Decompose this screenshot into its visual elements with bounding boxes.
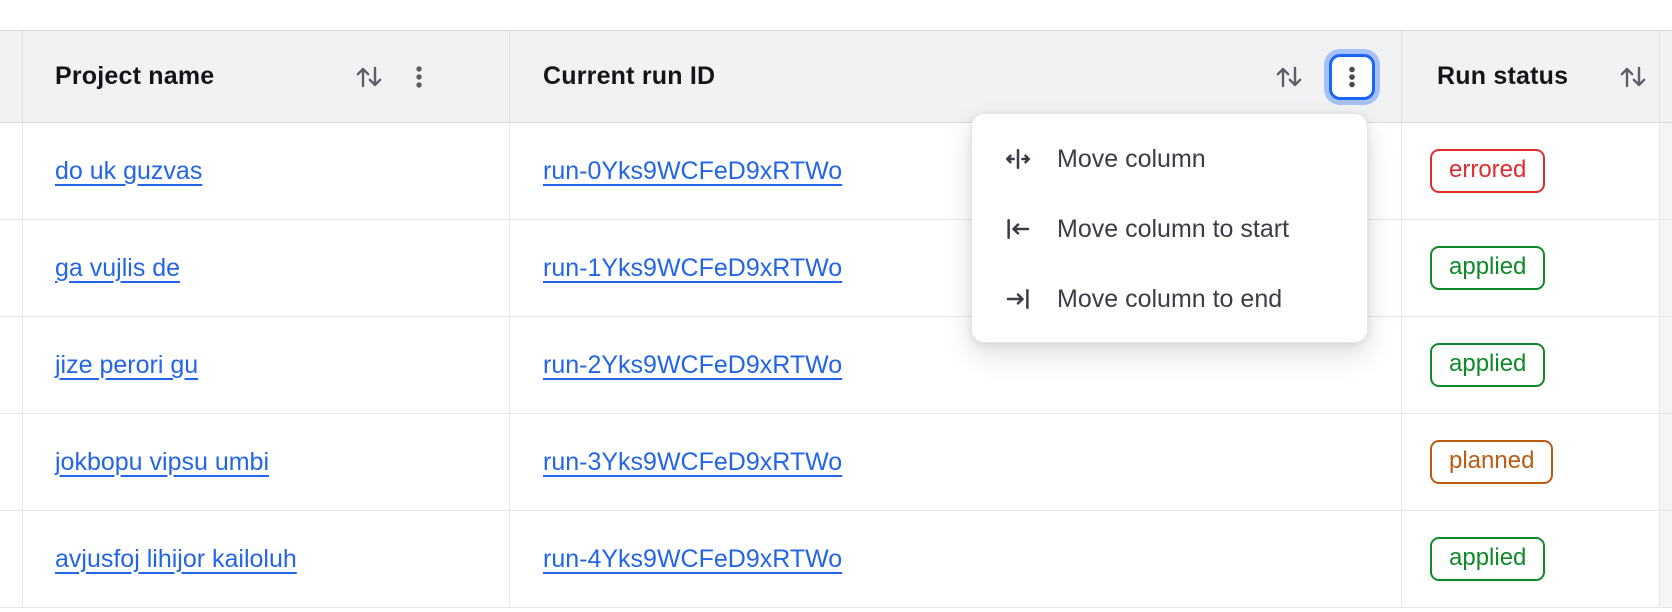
row-edge-cell	[1660, 123, 1672, 219]
row-stub-cell	[0, 123, 23, 219]
move-column-to-end-icon	[1006, 289, 1029, 309]
row-stub-cell	[0, 220, 23, 316]
move-column-to-start-icon	[1007, 219, 1030, 239]
sort-button-project-name[interactable]	[353, 61, 385, 93]
project-link[interactable]: ga vujlis de	[55, 253, 181, 282]
data-table: Project name Current run ID	[0, 30, 1672, 608]
row-stub-cell	[0, 511, 23, 607]
project-link[interactable]: do uk guzvas	[55, 156, 203, 185]
column-options-button-current-run-id-focused[interactable]	[1329, 53, 1375, 100]
row-edge-cell	[1660, 511, 1672, 607]
menu-item-label: Move column to end	[1057, 284, 1283, 313]
table-row: jokbopu vipsu umbi run-3Yks9WCFeD9xRTWo …	[0, 414, 1672, 511]
row-edge-cell	[1660, 220, 1672, 316]
header-edge-cell	[1660, 31, 1672, 122]
column-label-run-status: Run status	[1437, 62, 1569, 90]
sort-arrows-icon	[356, 66, 382, 87]
column-options-button-project-name[interactable]	[403, 61, 435, 93]
table-row: avjusfoj lihijor kailoluh run-4Yks9WCFeD…	[0, 511, 1672, 608]
run-id-link[interactable]: run-2Yks9WCFeD9xRTWo	[543, 350, 843, 379]
move-column-icon	[1006, 149, 1030, 169]
menu-item-move-column[interactable]: Move column	[972, 124, 1367, 194]
table-row: ga vujlis de run-1Yks9WCFeD9xRTWo applie…	[0, 220, 1672, 317]
header-cell-current-run-id: Current run ID	[510, 31, 1402, 122]
sort-button-run-status[interactable]	[1617, 61, 1649, 93]
run-id-link[interactable]: run-3Yks9WCFeD9xRTWo	[543, 447, 843, 476]
run-status-badge: errored	[1430, 149, 1546, 193]
run-id-link[interactable]: run-1Yks9WCFeD9xRTWo	[543, 253, 843, 282]
table-row: do uk guzvas run-0Yks9WCFeD9xRTWo errore…	[0, 123, 1672, 220]
run-id-link[interactable]: run-4Yks9WCFeD9xRTWo	[543, 544, 843, 573]
row-edge-cell	[1660, 414, 1672, 510]
header-cell-project-name: Project name	[23, 31, 510, 122]
project-link[interactable]: avjusfoj lihijor kailoluh	[55, 544, 297, 573]
kebab-menu-icon	[1349, 66, 1355, 87]
column-label-project-name: Project name	[55, 62, 215, 90]
table-row: jize perori gu run-2Yks9WCFeD9xRTWo appl…	[0, 317, 1672, 414]
column-label-current-run-id: Current run ID	[543, 62, 716, 90]
project-link[interactable]: jize perori gu	[55, 350, 199, 379]
menu-item-move-column-to-start[interactable]: Move column to start	[972, 194, 1367, 264]
sort-arrows-icon	[1620, 66, 1646, 87]
table-header-row: Project name Current run ID	[0, 30, 1672, 123]
header-stub-cell	[0, 31, 23, 122]
run-status-badge: applied	[1430, 537, 1546, 581]
header-cell-run-status: Run status	[1402, 31, 1660, 122]
menu-item-move-column-to-end[interactable]: Move column to end	[972, 264, 1367, 334]
run-status-badge: applied	[1430, 343, 1546, 387]
column-options-menu: Move column Move column to start Move co…	[971, 113, 1368, 343]
run-id-link[interactable]: run-0Yks9WCFeD9xRTWo	[543, 156, 843, 185]
project-link[interactable]: jokbopu vipsu umbi	[55, 447, 270, 476]
kebab-menu-icon	[416, 65, 422, 88]
row-edge-cell	[1660, 317, 1672, 413]
run-status-badge: planned	[1430, 440, 1554, 484]
menu-item-label: Move column	[1057, 144, 1206, 173]
menu-item-label: Move column to start	[1057, 214, 1290, 243]
row-stub-cell	[0, 414, 23, 510]
row-stub-cell	[0, 317, 23, 413]
sort-arrows-icon	[1276, 66, 1302, 87]
sort-button-current-run-id[interactable]	[1273, 61, 1305, 93]
run-status-badge: applied	[1430, 246, 1546, 290]
